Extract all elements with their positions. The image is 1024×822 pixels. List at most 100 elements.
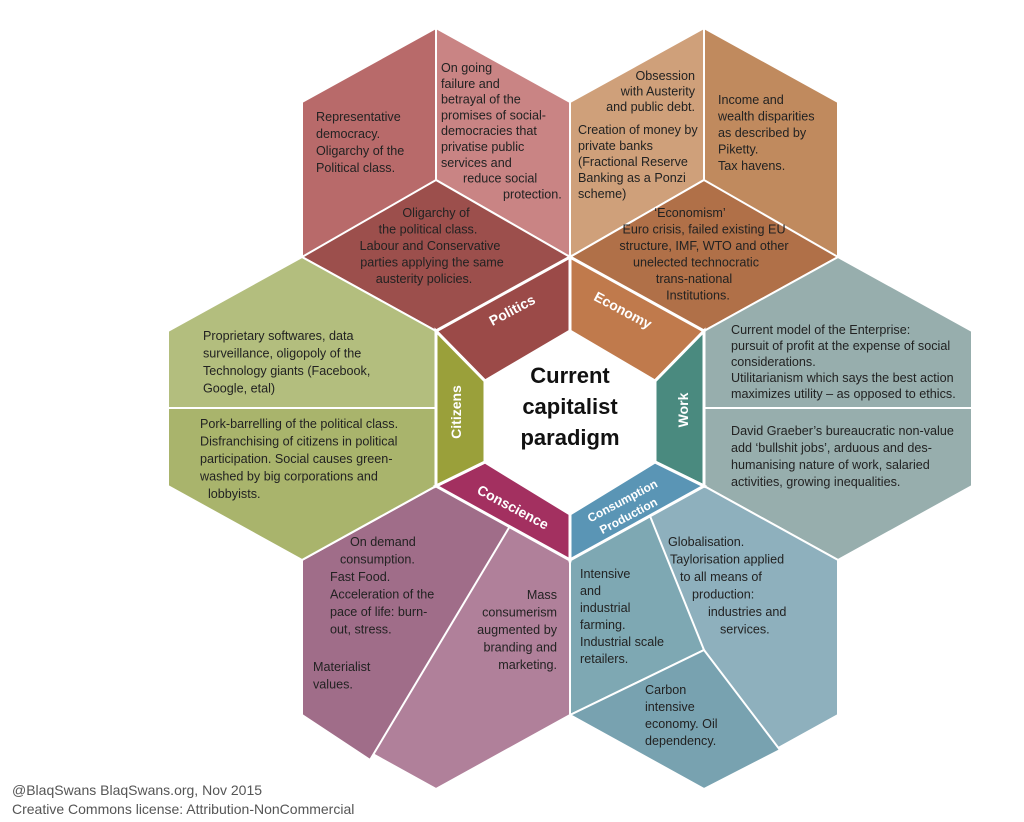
economy-left-bottom-text-line: private banks: [578, 139, 653, 153]
work-top-text-line: considerations.: [731, 355, 816, 369]
conscience-left2-text-line: Materialist: [313, 660, 371, 674]
work-top-text: Current model of the Enterprise: pursuit …: [731, 323, 956, 401]
citizens-bottom-text-line: Disfranchising of citizens in political: [200, 435, 397, 449]
economy-left-bottom-text-line: Banking as a Ponzi: [578, 171, 686, 185]
conscience-left-text-line: out, stress.: [330, 623, 392, 637]
consumption-left-text: Intensive and industrial farming. Industrial…: [580, 567, 664, 666]
label-work: Work: [675, 392, 691, 427]
conscience-right-text-line: marketing.: [498, 658, 557, 672]
center-ring: [432, 254, 708, 563]
economy-bottom-text-line: Euro crisis, failed existing EU: [622, 223, 785, 237]
politics-right-text-line: services and: [441, 156, 512, 170]
economy-left-top-text-line: with Austerity: [620, 85, 696, 99]
economy-bottom-text-line: trans-national: [656, 272, 732, 286]
politics-bottom-text-line: Labour and Conservative: [360, 239, 501, 253]
conscience-right-text-line: Mass: [527, 588, 557, 602]
consumption-bottom-text-line: Carbon: [645, 683, 686, 697]
work-top-text-line: maximizes utility – as opposed to ethics…: [731, 387, 956, 401]
consumption-right-text-line: industries and: [708, 605, 786, 619]
work-bottom-text-line: activities, growing inequalities.: [731, 475, 900, 489]
citizens-top-text-line: Proprietary softwares, data: [203, 329, 354, 343]
consumption-left-text-line: retailers.: [580, 652, 628, 666]
consumption-bottom-text-line: dependency.: [645, 734, 716, 748]
conscience-left-text-line: On demand: [350, 535, 416, 549]
economy-bottom-text-line: unelected technocratic: [633, 256, 759, 270]
politics-bottom-text-line: Oligarchy of: [402, 206, 470, 220]
work-bottom-text-line: add ‘bullshit jobs’, arduous and des-: [731, 441, 932, 455]
economy-left-bottom-text: Creation of money by private banks (Fracti…: [578, 123, 698, 201]
politics-right-text-line: protection.: [503, 187, 562, 201]
work-top-text-line: Current model of the Enterprise:: [731, 323, 910, 337]
politics-right-text-line: On going: [441, 61, 492, 75]
consumption-left-text-line: Industrial scale: [580, 635, 664, 649]
consumption-bottom-text-line: intensive: [645, 700, 695, 714]
consumption-hexagon: [567, 484, 839, 791]
economy-bottom-text-line: Institutions.: [666, 289, 730, 303]
consumption-left-text-line: and: [580, 584, 601, 598]
center-hexagon: [485, 331, 655, 514]
work-bottom-text-line: humanising nature of work, salaried: [731, 458, 930, 472]
consumption-bottom-text-line: economy. Oil: [645, 717, 718, 731]
politics-left-text-line: Political class.: [316, 161, 395, 175]
citizens-bottom-text-line: washed by big corporations and: [199, 470, 378, 484]
politics-bottom-text-line: austerity policies.: [376, 272, 473, 286]
conscience-left-text-line: pace of life: burn-: [330, 605, 427, 619]
citizens-hexagon: [167, 255, 437, 562]
citizens-bottom-cell: [167, 407, 437, 562]
economy-bottom-text: ‘Economism’ Euro crisis, failed existing …: [619, 206, 788, 303]
consumption-right-text-line: services.: [720, 623, 770, 637]
footer-license: Creative Commons license: Attribution-No…: [12, 801, 355, 817]
consumption-right-text-line: production:: [692, 588, 754, 602]
politics-right-text-line: promises of social-: [441, 108, 546, 122]
economy-right-text-line: wealth disparities: [717, 110, 815, 124]
conscience-right-text-line: augmented by: [477, 623, 558, 637]
work-top-text-line: pursuit of profit at the expense of soci…: [731, 339, 950, 353]
economy-left-top-text-line: and public debt.: [606, 100, 695, 114]
label-citizens: Citizens: [448, 385, 464, 439]
citizens-bottom-text: Pork-barrelling of the political class. D…: [199, 417, 398, 501]
politics-bottom-text-line: the political class.: [379, 223, 478, 237]
politics-right-text-line: reduce social: [463, 172, 537, 186]
conscience-left-text-line: consumption.: [340, 553, 415, 567]
footer-credit: @BlaqSwans BlaqSwans.org, Nov 2015: [12, 782, 263, 798]
citizens-top-text-line: Technology giants (Facebook,: [203, 364, 370, 378]
citizens-bottom-text-line: lobbyists.: [208, 487, 261, 501]
conscience-right-text-line: consumerism: [482, 606, 557, 620]
citizens-top-text: Proprietary softwares, data surveillance,…: [203, 329, 370, 396]
consumption-right-text-line: Globalisation.: [668, 535, 744, 549]
work-top-text-line: Utilitarianism which says the best actio…: [731, 371, 954, 385]
citizens-bottom-text-line: Pork-barrelling of the political class.: [200, 417, 398, 431]
politics-left-text-line: democracy.: [316, 127, 380, 141]
work-bottom-text-line: David Graeber’s bureaucratic non-value: [731, 424, 954, 438]
economy-left-top-text-line: Obsession: [635, 69, 695, 83]
conscience-left-text-line: Acceleration of the: [330, 588, 434, 602]
economy-right-text-line: Income and: [718, 93, 784, 107]
consumption-left-text-line: industrial: [580, 601, 630, 615]
citizens-top-text-line: Google, etal): [203, 382, 275, 396]
economy-right-text-line: Piketty.: [718, 143, 758, 157]
conscience-left-text-line: Fast Food.: [330, 570, 390, 584]
consumption-right-text-line: to all means of: [680, 570, 762, 584]
consumption-left-text-line: farming.: [580, 618, 626, 632]
economy-bottom-text-line: ‘Economism’: [654, 206, 726, 220]
conscience-left-text: On demand consumption. Fast Food. Accelerat…: [330, 535, 434, 637]
center-title-line-2: capitalist: [522, 394, 618, 419]
economy-left-bottom-text-line: Creation of money by: [578, 123, 698, 137]
citizens-bottom-text-line: participation. Social causes green-: [200, 452, 393, 466]
politics-right-text-line: democracies that: [441, 124, 537, 138]
politics-bottom-text-line: parties applying the same: [360, 256, 504, 270]
center-title-line-3: paradigm: [520, 425, 619, 450]
citizens-top-text-line: surveillance, oligopoly of the: [203, 347, 361, 361]
economy-left-bottom-text-line: (Fractional Reserve: [578, 155, 688, 169]
center-title-line-1: Current: [530, 363, 610, 388]
work-bottom-text: David Graeber’s bureaucratic non-value ad…: [731, 424, 954, 489]
consumption-left-text-line: Intensive: [580, 567, 630, 581]
economy-bottom-text-line: structure, IMF, WTO and other: [619, 239, 788, 253]
consumption-bottom-text: Carbon intensive economy. Oil dependency.: [645, 683, 718, 748]
